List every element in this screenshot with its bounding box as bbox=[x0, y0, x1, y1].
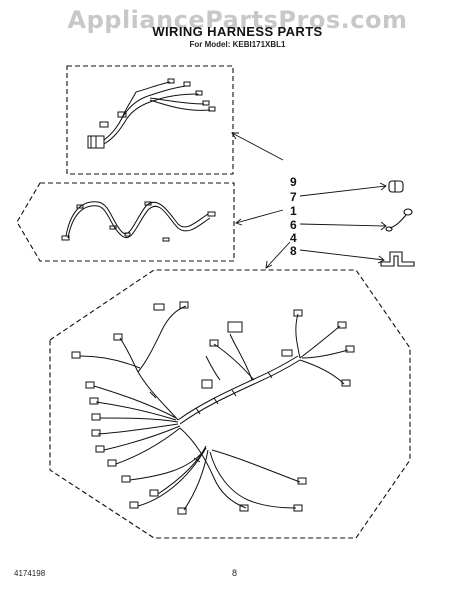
document-number: 4174198 bbox=[14, 569, 46, 578]
harness-4-drawing bbox=[71, 301, 355, 515]
part-8-drawing bbox=[380, 251, 415, 267]
model-subtitle: For Model: KEBI171XBL1 bbox=[189, 40, 286, 49]
callout-8: 8 bbox=[290, 244, 297, 258]
part-7-drawing bbox=[388, 180, 404, 193]
callout-7: 7 bbox=[290, 190, 297, 204]
callout-6: 6 bbox=[290, 218, 297, 232]
callout-1: 1 bbox=[290, 204, 297, 218]
page-number: 8 bbox=[232, 568, 238, 578]
harness-9-drawing bbox=[87, 78, 216, 149]
watermark: AppliancePartsPros.com bbox=[67, 6, 408, 34]
harness-4-box bbox=[49, 269, 411, 539]
part-6-drawing bbox=[385, 208, 413, 232]
callout-9: 9 bbox=[290, 175, 297, 189]
harness-1-drawing bbox=[61, 201, 216, 242]
diagram-title: WIRING HARNESS PARTS bbox=[152, 24, 323, 39]
callout-4: 4 bbox=[290, 231, 297, 245]
harness-1-box bbox=[16, 182, 235, 262]
leader-lines bbox=[231, 132, 387, 269]
harness-9-box bbox=[66, 65, 234, 175]
